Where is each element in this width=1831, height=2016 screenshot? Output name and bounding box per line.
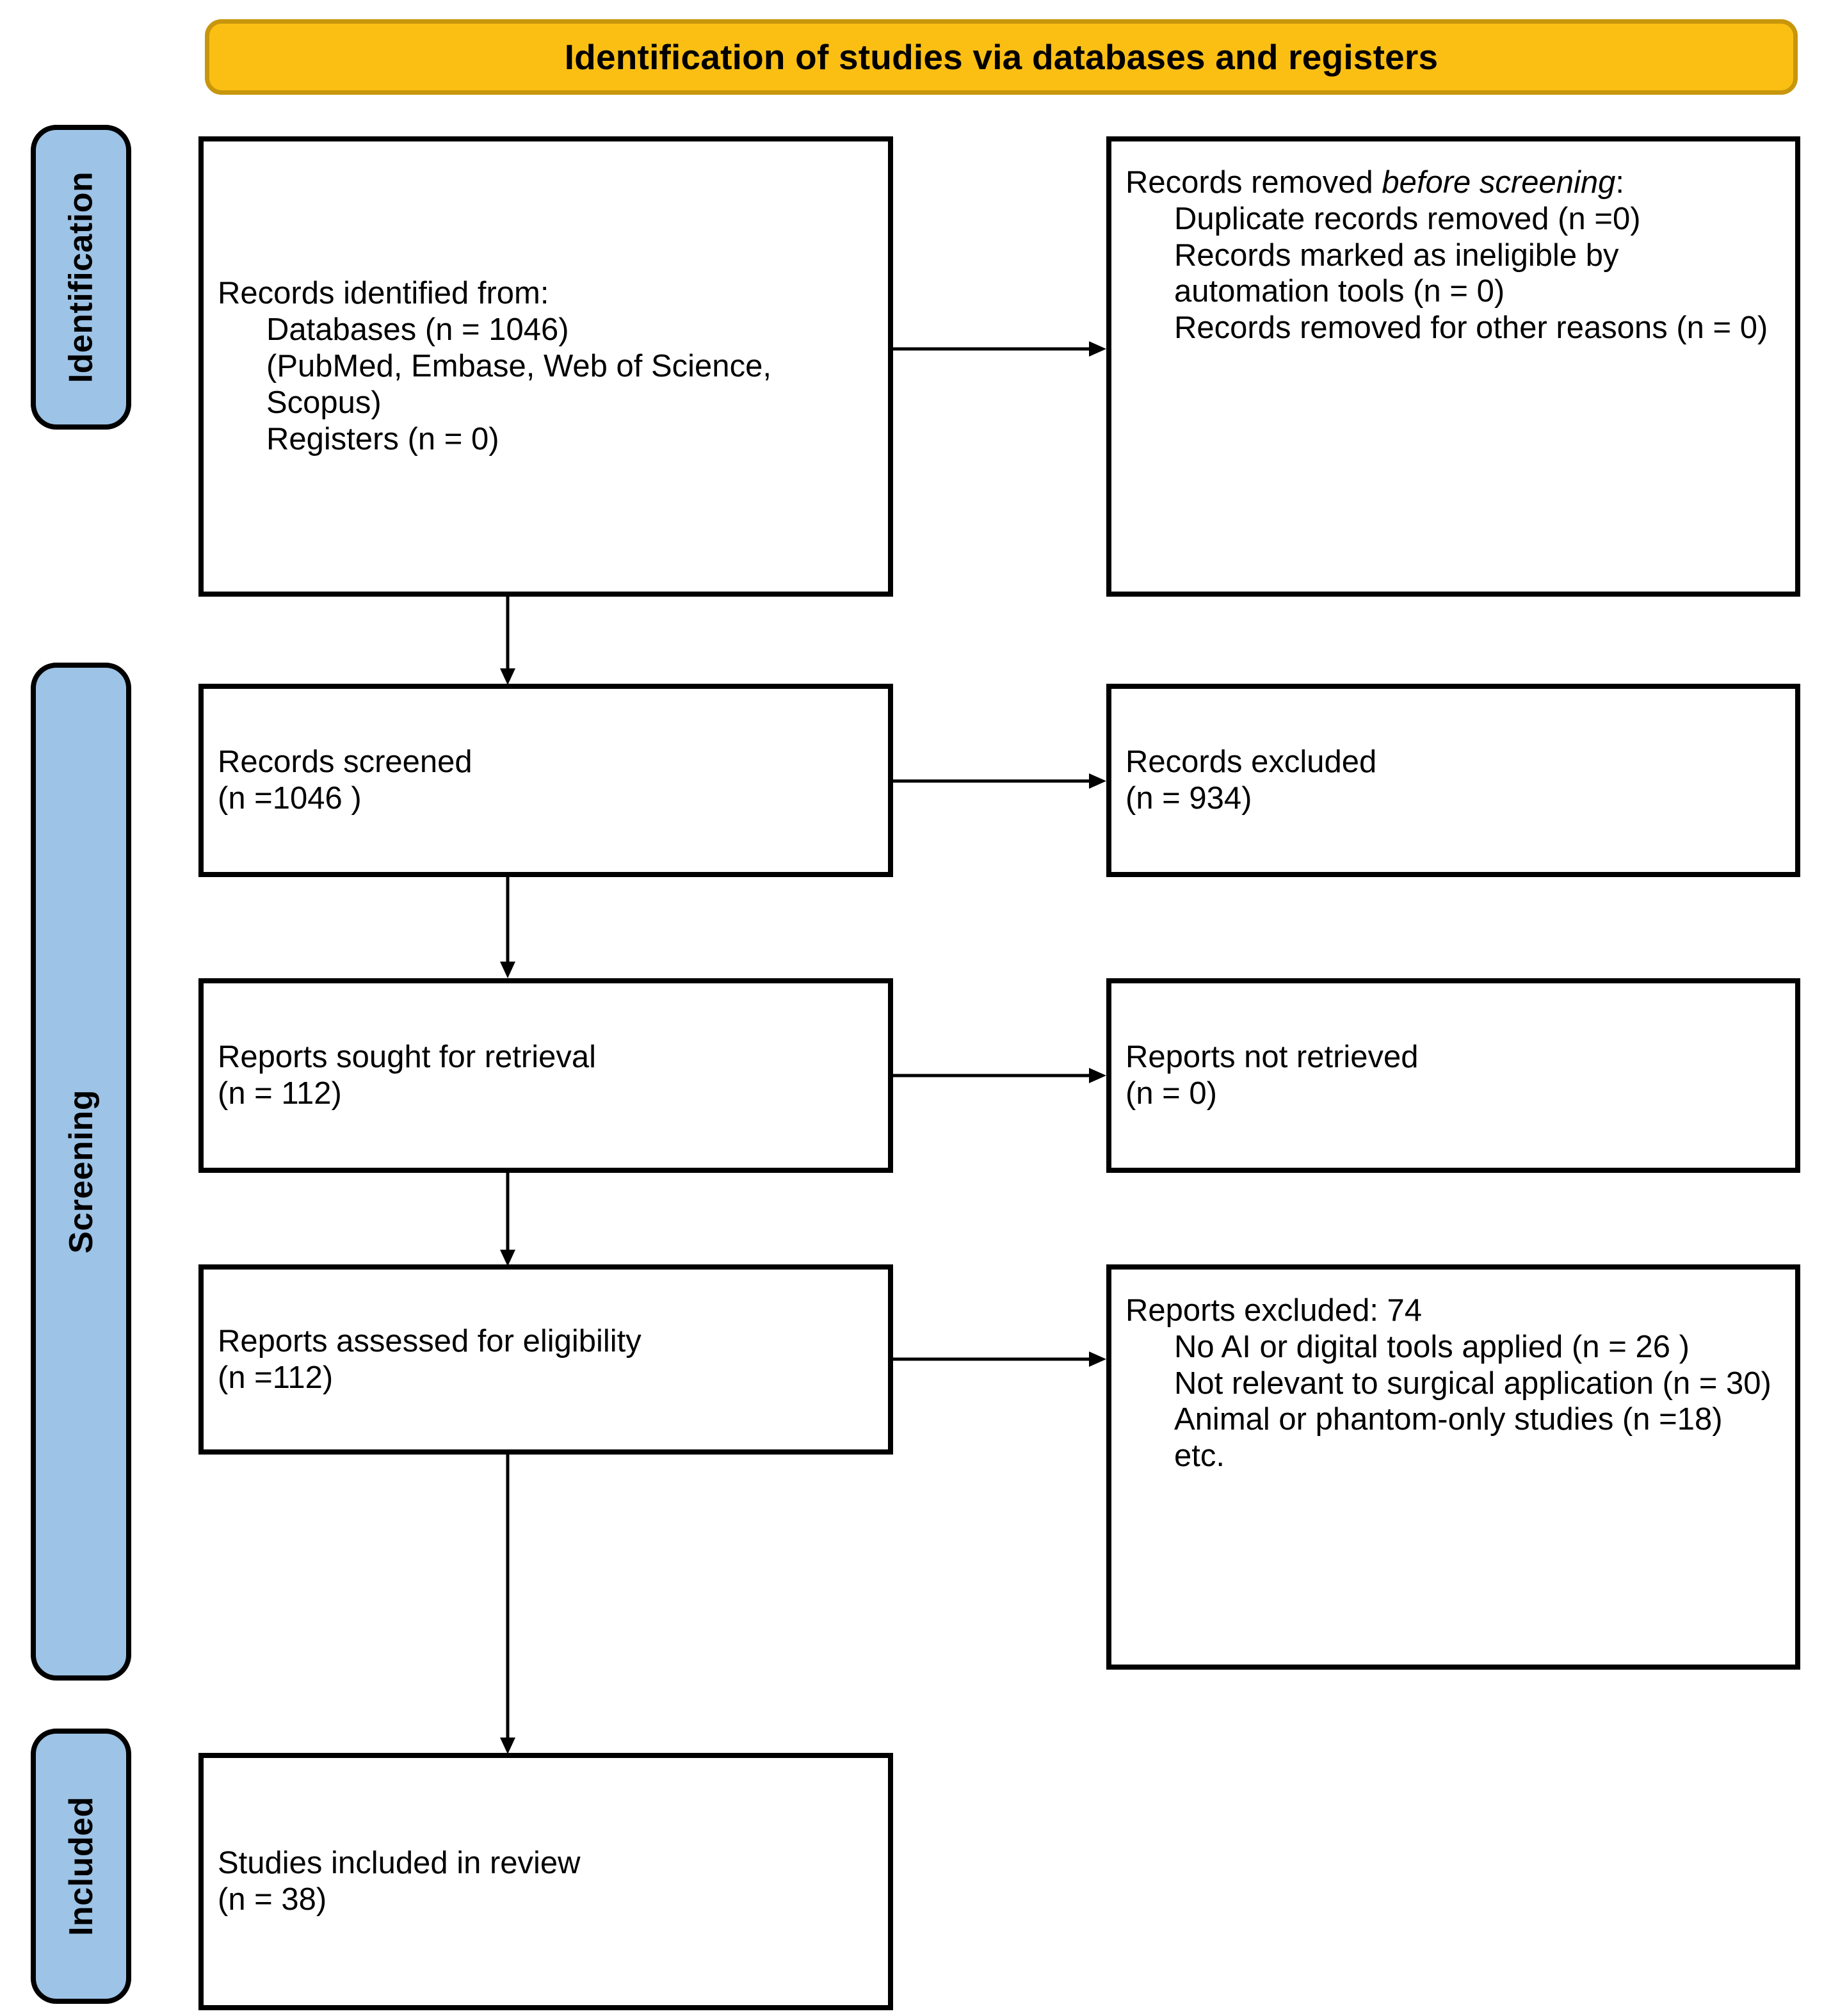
- reports-excluded-item-etc: etc.: [1174, 1439, 1225, 1474]
- arrow-screened-to-sought: [495, 877, 520, 980]
- arrow-screened-to-excluded: [893, 768, 1108, 794]
- records-removed-item-duplicates: Duplicate records removed (n =0): [1174, 201, 1641, 236]
- stage-label-identification: Identification: [31, 125, 131, 430]
- records-excluded-label: Records excluded: [1125, 745, 1377, 780]
- reports-excluded-heading: Reports excluded: 74: [1125, 1293, 1423, 1328]
- reports-assessed-label: Reports assessed for eligibility: [218, 1323, 641, 1359]
- box-reports-excluded: Reports excluded: 74 No AI or digital to…: [1106, 1264, 1800, 1670]
- box-records-excluded-text: Records excluded (n = 934): [1111, 744, 1795, 817]
- reports-sought-label: Reports sought for retrieval: [218, 1040, 596, 1075]
- box-reports-sought-for-retrieval: Reports sought for retrieval (n = 112): [198, 978, 893, 1173]
- studies-included-count: (n = 38): [218, 1882, 327, 1917]
- records-removed-heading: Records removed before screening:: [1125, 165, 1781, 201]
- records-removed-item-other: Records removed for other reasons (n = 0…: [1174, 310, 1768, 346]
- arrow-identified-to-removed: [893, 336, 1108, 362]
- box-reports-assessed-text: Reports assessed for eligibility (n =112…: [204, 1323, 888, 1396]
- reports-not-retrieved-count: (n = 0): [1125, 1076, 1217, 1111]
- records-screened-label: Records screened: [218, 745, 472, 780]
- box-studies-included-in-review: Studies included in review (n = 38): [198, 1753, 893, 2010]
- stage-label-screening: Screening: [31, 663, 131, 1681]
- records-excluded-count: (n = 934): [1125, 781, 1252, 816]
- box-reports-not-retrieved: Reports not retrieved (n = 0): [1106, 978, 1800, 1173]
- box-reports-sought-text: Reports sought for retrieval (n = 112): [204, 1039, 888, 1112]
- reports-not-retrieved-label: Reports not retrieved: [1125, 1040, 1419, 1075]
- stage-label-identification-text: Identification: [62, 171, 100, 383]
- box-reports-not-retrieved-text: Reports not retrieved (n = 0): [1111, 1039, 1795, 1112]
- stage-label-included: Included: [31, 1729, 131, 2004]
- stage-label-screening-text: Screening: [62, 1090, 100, 1254]
- records-identified-item-registers: Registers (n = 0): [266, 421, 499, 456]
- reports-assessed-count: (n =112): [218, 1360, 334, 1395]
- box-records-removed-text: Records removed before screening: Duplic…: [1111, 141, 1795, 346]
- reports-excluded-item-animal-phantom: Animal or phantom-only studies (n =18): [1174, 1402, 1723, 1437]
- studies-included-label: Studies included in review: [218, 1846, 581, 1881]
- arrow-assessed-to-included: [495, 1455, 520, 1755]
- records-removed-heading-prefix: Records removed: [1125, 165, 1382, 200]
- arrow-sought-to-not-retrieved: [893, 1063, 1108, 1088]
- diagram-title: Identification of studies via databases …: [564, 36, 1439, 77]
- reports-excluded-item-not-surgical: Not relevant to surgical application (n …: [1174, 1366, 1771, 1401]
- records-removed-item-automation: Records marked as ineligible by automati…: [1174, 238, 1619, 309]
- records-removed-heading-suffix: :: [1615, 165, 1624, 200]
- records-screened-count: (n =1046 ): [218, 781, 362, 816]
- records-removed-heading-italic: before screening: [1382, 165, 1616, 200]
- records-identified-heading: Records identified from:: [218, 276, 549, 311]
- arrow-identified-to-screened: [495, 597, 520, 686]
- box-records-screened: Records screened (n =1046 ): [198, 684, 893, 877]
- box-studies-included-text: Studies included in review (n = 38): [204, 1845, 888, 1918]
- box-records-excluded: Records excluded (n = 934): [1106, 684, 1800, 877]
- box-records-identified: Records identified from: Databases (n = …: [198, 136, 893, 597]
- reports-excluded-item-no-ai: No AI or digital tools applied (n = 26 ): [1174, 1329, 1690, 1364]
- arrow-assessed-to-reports-excluded: [893, 1346, 1108, 1372]
- reports-sought-count: (n = 112): [218, 1076, 342, 1111]
- box-records-removed-before-screening: Records removed before screening: Duplic…: [1106, 136, 1800, 597]
- arrow-sought-to-assessed: [495, 1173, 520, 1268]
- box-reports-assessed-for-eligibility: Reports assessed for eligibility (n =112…: [198, 1264, 893, 1455]
- box-reports-excluded-text: Reports excluded: 74 No AI or digital to…: [1111, 1270, 1795, 1474]
- box-records-screened-text: Records screened (n =1046 ): [204, 744, 888, 817]
- diagram-header-banner: Identification of studies via databases …: [205, 19, 1798, 95]
- stage-label-included-text: Included: [62, 1796, 100, 1936]
- records-identified-item-sources: (PubMed, Embase, Web of Science, Scopus): [266, 349, 771, 420]
- records-identified-item-databases: Databases (n = 1046): [266, 312, 569, 348]
- box-records-identified-text: Records identified from: Databases (n = …: [204, 275, 888, 457]
